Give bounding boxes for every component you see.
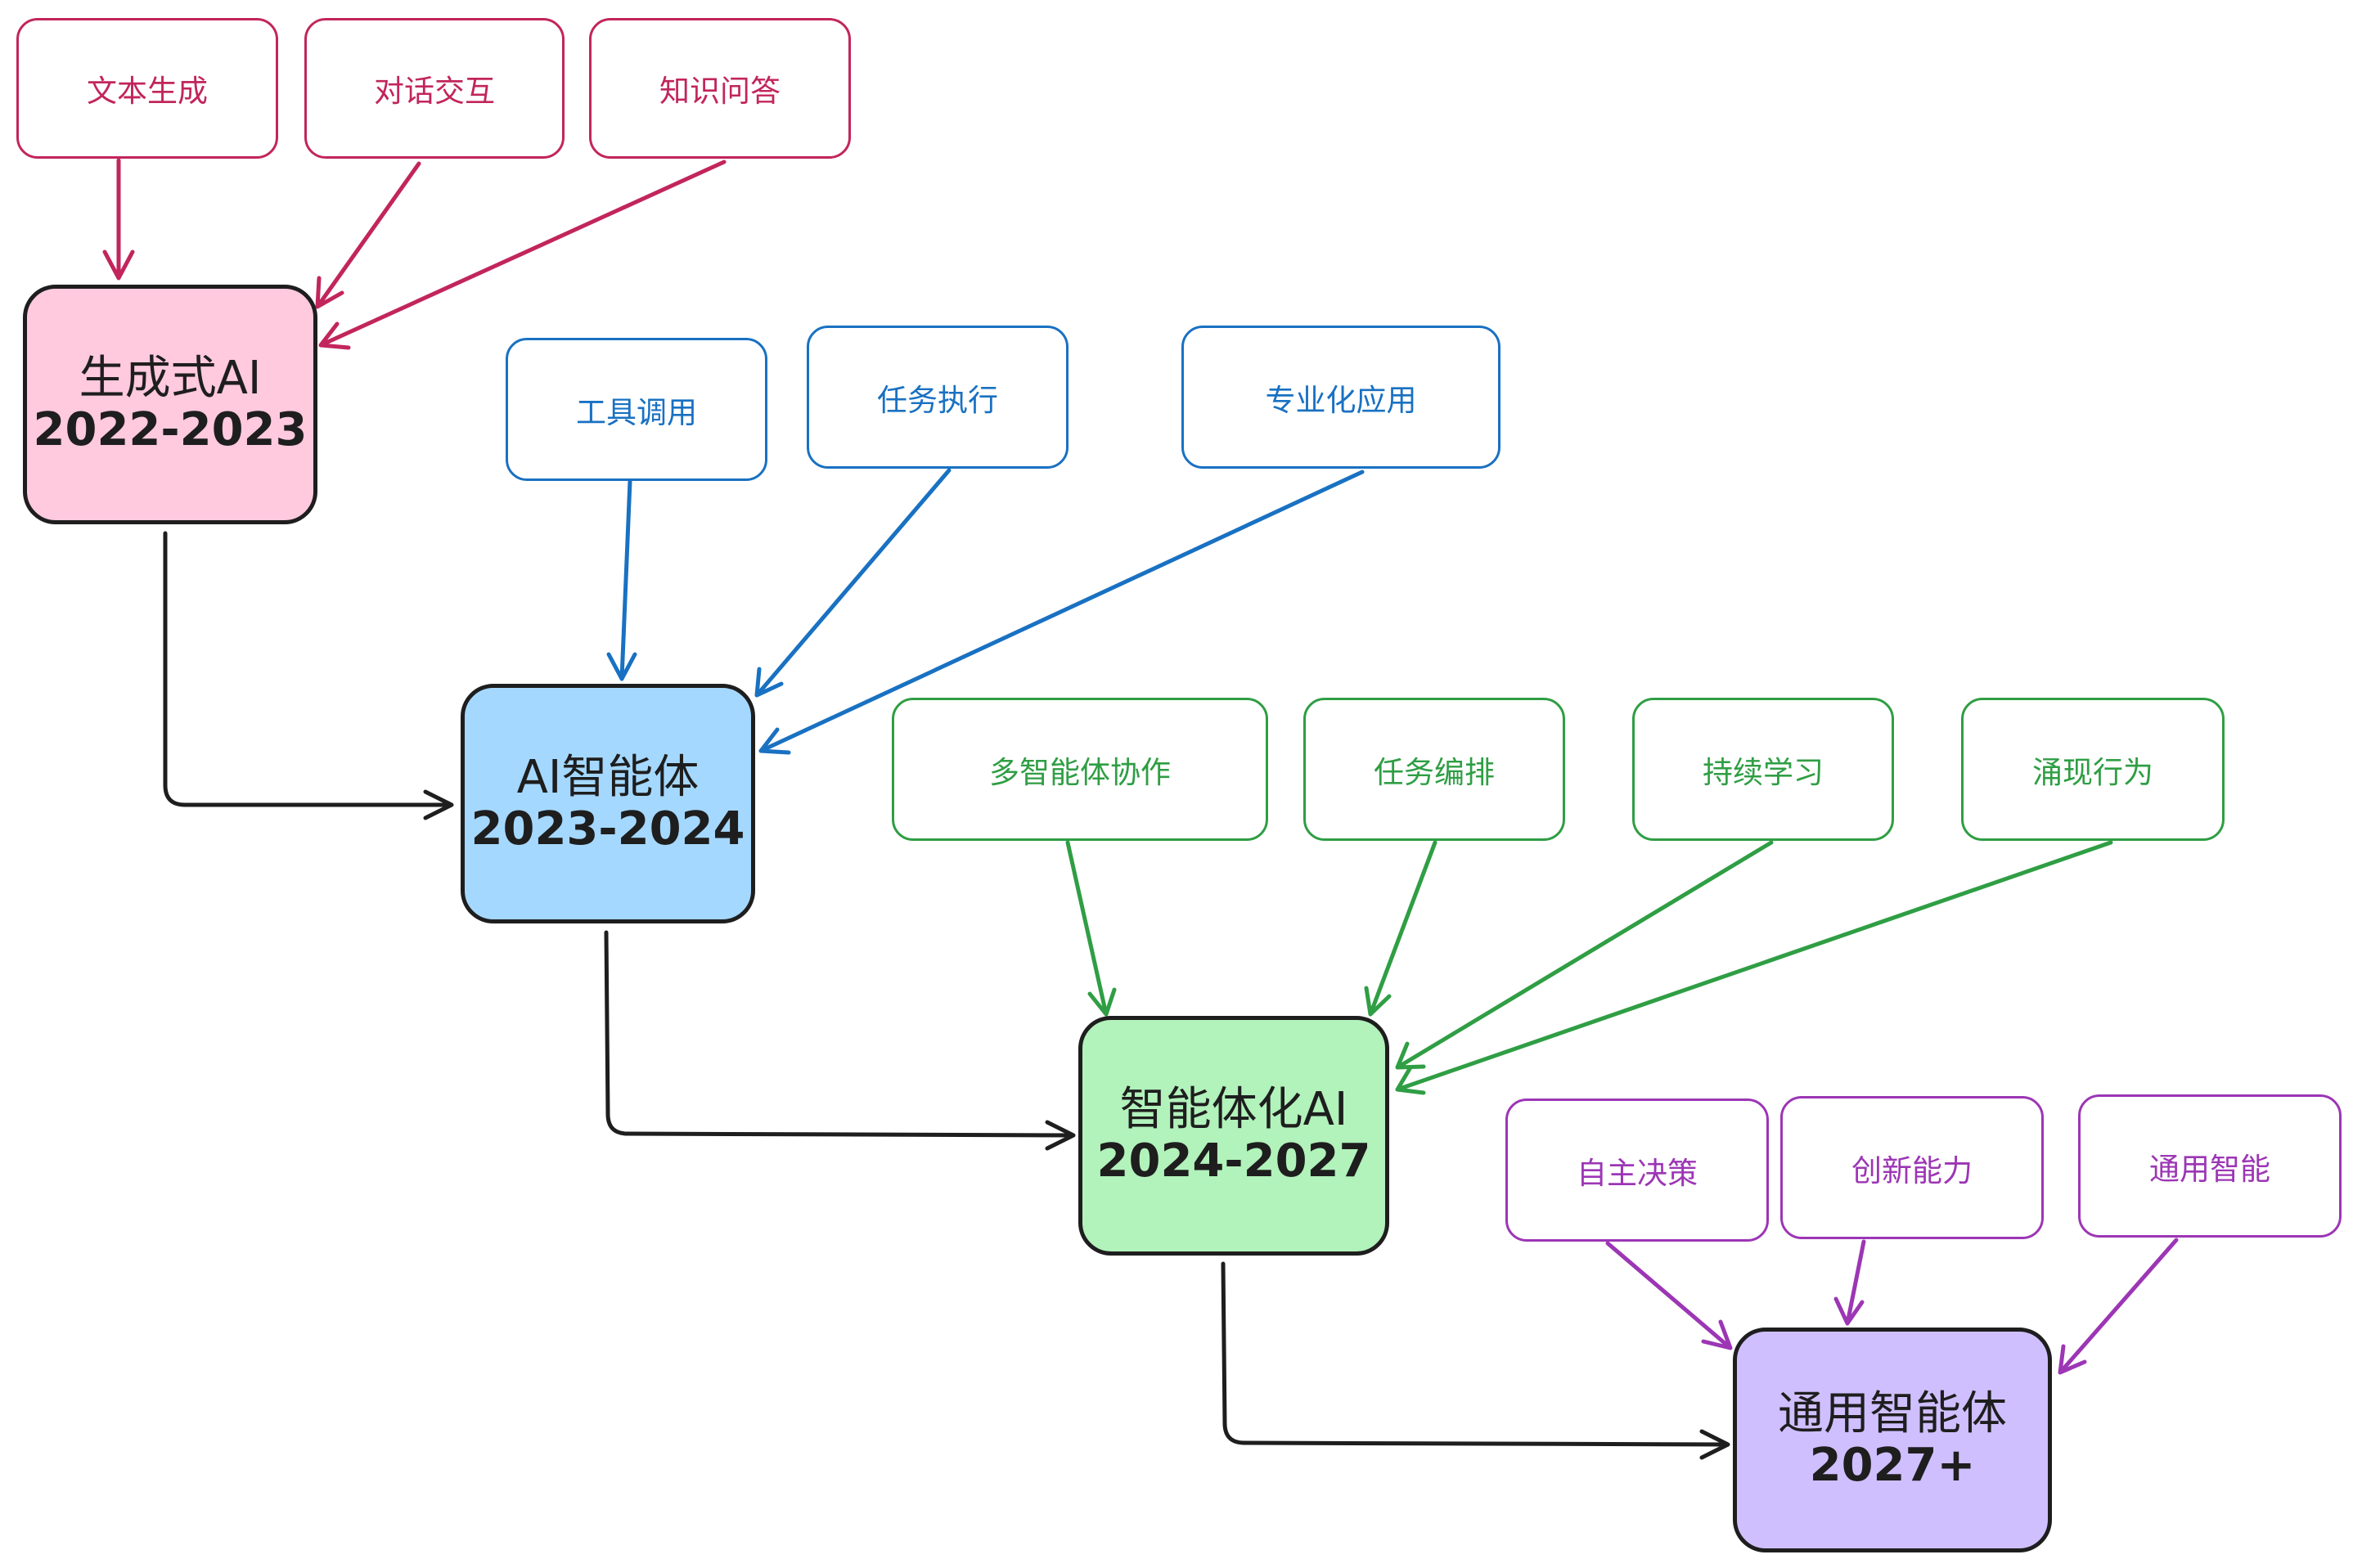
feature-label: 通用智能 [2149, 1151, 2270, 1187]
agentic-feature-arrows [1065, 840, 2113, 1095]
general-feature-arrows [1605, 1238, 2179, 1375]
stage-generative-ai-title: 生成式AI [79, 351, 262, 405]
feature-label: 任务执行 [877, 382, 998, 418]
stage-ai-agent-years: 2023-2024 [470, 802, 745, 856]
stage-general-agent-years: 2027+ [1809, 1438, 1976, 1492]
feature-label: 知识问答 [659, 74, 781, 109]
feature-tool-calling[interactable]: 工具调用 [506, 338, 767, 481]
feature-emergent-behavior[interactable]: 涌现行为 [1961, 698, 2225, 841]
feature-label: 文本生成 [87, 74, 208, 109]
arrow-agent-to-agentic [604, 930, 1076, 1151]
feature-multi-agent-collaboration[interactable]: 多智能体协作 [892, 698, 1268, 841]
main-flow-arrows [163, 531, 1730, 1460]
arrow-agentic-to-general [1221, 1261, 1730, 1460]
feature-text-generation[interactable]: 文本生成 [16, 18, 278, 159]
stage-ai-agent[interactable]: AI智能体 2023-2024 [461, 684, 755, 923]
feature-continuous-learning[interactable]: 持续学习 [1632, 698, 1894, 841]
stage-ai-agent-title: AI智能体 [516, 750, 700, 804]
feature-general-intelligence[interactable]: 通用智能 [2078, 1094, 2342, 1238]
feature-knowledge-qa[interactable]: 知识问答 [589, 18, 851, 159]
stage-generative-ai[interactable]: 生成式AI 2022-2023 [23, 285, 317, 524]
generative-feature-arrows [102, 158, 727, 350]
feature-label: 任务编排 [1374, 754, 1495, 790]
feature-label: 涌现行为 [2032, 754, 2153, 790]
stage-agentic-ai-years: 2024-2027 [1096, 1134, 1371, 1188]
feature-specialized-application[interactable]: 专业化应用 [1181, 326, 1500, 469]
feature-innovation-capability[interactable]: 创新能力 [1780, 1096, 2044, 1239]
feature-label: 工具调用 [576, 394, 697, 430]
feature-task-orchestration[interactable]: 任务编排 [1303, 698, 1565, 841]
stage-generative-ai-years: 2022-2023 [33, 402, 308, 456]
feature-autonomous-decision[interactable]: 自主决策 [1505, 1098, 1769, 1242]
feature-label: 持续学习 [1703, 754, 1824, 790]
stage-general-agent[interactable]: 通用智能体 2027+ [1733, 1328, 2052, 1552]
feature-dialogue-interaction[interactable]: 对话交互 [304, 18, 565, 159]
feature-label: 多智能体协作 [989, 754, 1171, 790]
feature-label: 创新能力 [1851, 1152, 1973, 1188]
stage-agentic-ai[interactable]: 智能体化AI 2024-2027 [1078, 1016, 1389, 1256]
stage-agentic-ai-title: 智能体化AI [1119, 1082, 1348, 1136]
feature-label: 对话交互 [374, 74, 495, 109]
agent-feature-arrows [606, 468, 1365, 755]
feature-task-execution[interactable]: 任务执行 [807, 326, 1069, 469]
stage-general-agent-title: 通用智能体 [1778, 1386, 2007, 1440]
feature-label: 自主决策 [1577, 1155, 1698, 1191]
feature-label: 专业化应用 [1265, 382, 1417, 418]
arrow-generative-to-agent [163, 531, 454, 820]
